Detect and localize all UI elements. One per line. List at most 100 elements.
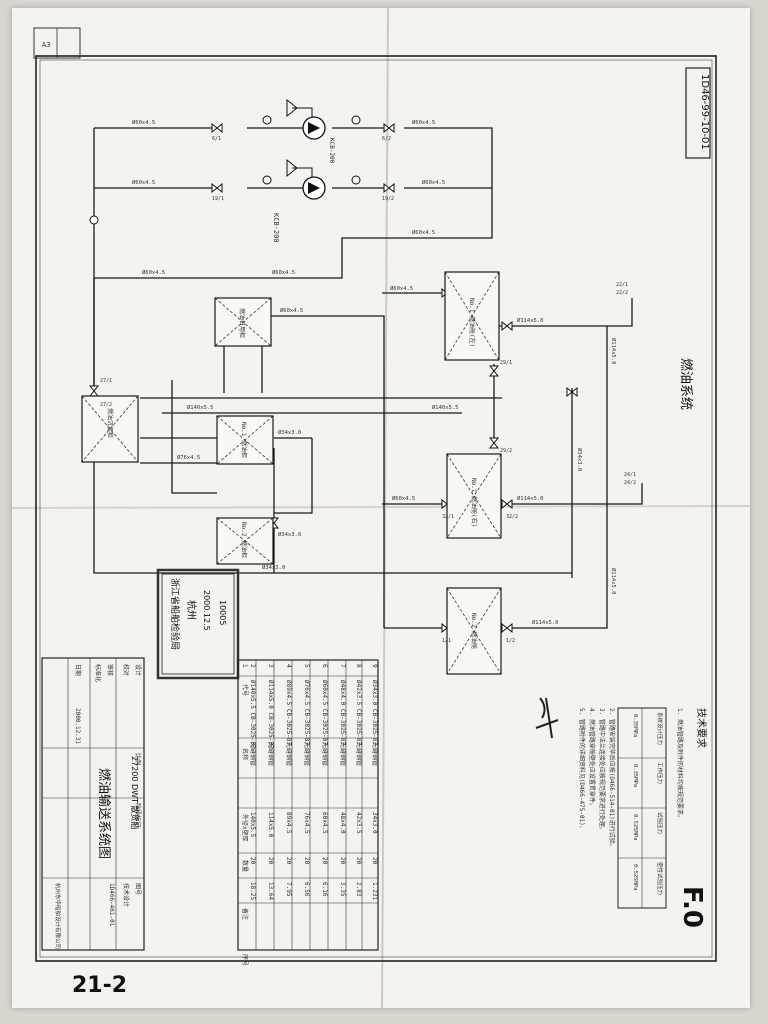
bom-cell: 20 [303, 857, 310, 865]
revision-mark: F.0 [677, 886, 707, 928]
bom-cell: 1 [241, 664, 248, 668]
bom-cell: 8 [355, 664, 362, 668]
pressure-value: 0.525MPa [632, 814, 638, 841]
bom-cell: 4 [285, 664, 292, 668]
bom-cell: 89x4.5 [285, 812, 292, 834]
pipe-label: Ø114x5.0 [610, 338, 617, 365]
bom-header: 名称 [241, 748, 249, 760]
pipe-label: Ø114x5.0 [610, 568, 617, 595]
bom-cell: 5 [303, 664, 310, 668]
bom-cell: 13.64 [267, 882, 274, 900]
bom-cell: 20 [321, 857, 328, 865]
valve-icon [488, 365, 500, 377]
design-unit: 杭州东华船舶设计有限公司 [54, 883, 62, 949]
bom-cell: 无缝钢管 [339, 742, 347, 766]
bom-cell: 6.16 [321, 882, 328, 897]
bom-cell: Ø48x4.0 CB-3025-87 [339, 680, 346, 745]
title-cell: 审核 [106, 664, 114, 676]
tank-label: No.2 燃油柜 [240, 522, 248, 558]
valve-number: 24/2 [624, 480, 636, 486]
pipe-label: Ø60x4.5 [132, 179, 155, 186]
bom-cell: 无缝钢管 [303, 742, 311, 766]
bom-cell: 无缝钢管 [355, 742, 363, 766]
tank-label: No.1 燃油舱(右) [470, 478, 478, 527]
pressure-header: 系统设计压力 [656, 712, 664, 745]
corner-note: 21-2 [72, 973, 127, 998]
bom-cell: 34x3.0 [371, 812, 378, 834]
pipe-label: Ø60x4.5 [412, 119, 435, 126]
fold-line [381, 8, 389, 1008]
handwriting-scribble [535, 697, 559, 739]
bom-cell: 无缝钢管 [285, 742, 293, 766]
valve-number: 6/2 [382, 136, 391, 142]
pipe-label: Ø76x4.5 [177, 454, 200, 461]
bom-cell: 6.56 [303, 882, 310, 897]
pipe-label: Ø34x3.0 [278, 531, 301, 538]
pipe-label: Ø60x4.5 [272, 269, 295, 276]
valve-number: 27/2 [100, 402, 112, 408]
tank-no1-left [444, 271, 500, 361]
pipe-label: Ø114x5.0 [532, 619, 559, 626]
valve-number: 29/1 [500, 360, 512, 366]
valve-number: 32/2 [506, 514, 518, 520]
bom-cell: 无缝钢管 [371, 742, 379, 766]
drawing-no: 1D466-461-01 [108, 883, 115, 927]
bom-cell: Ø76x4.5 CB-3025-87 [303, 680, 310, 745]
valve-icon [211, 122, 223, 134]
pressure-header: 试验压力 [656, 812, 664, 834]
fold-line [12, 505, 750, 509]
stamp-border [156, 568, 240, 680]
sheet-id-text: A3 [42, 41, 50, 49]
bom-cell: Ø34x3.0 CB-3025-87 [371, 680, 378, 745]
tank-label: No.2 燃油舱 [470, 613, 478, 649]
bom-cell: 60x4.5 [321, 812, 328, 834]
bom-cell: 无缝钢管 [267, 742, 275, 766]
title-cell: 比例 [134, 753, 142, 765]
bom-cell: 3 [267, 664, 274, 668]
bom-cell: 20 [285, 857, 292, 865]
bom-header: 序号 [241, 954, 249, 966]
pump-arrow-icon [308, 182, 320, 194]
tank-service [214, 297, 272, 347]
bom-cell: 114x5.0 [267, 812, 274, 838]
tech-req-heading: 技术要求 [695, 708, 708, 748]
stamp-line: 杭州 [185, 600, 198, 620]
tank-label: 燃油沉淀柜 [106, 408, 114, 438]
tank-group [81, 271, 502, 675]
bom-cell: Ø60x4.5 CB-3025-87 [321, 680, 328, 745]
inspection-stamp: 浙江省船舶检验局 杭州 2000.12.5 10005 [156, 568, 240, 680]
tank-label: 燃油日用柜 [238, 308, 246, 338]
bom-cell: Ø114x5.0 CB-3025-87 [267, 680, 274, 749]
sheet-title: 燃油输送系统图 [96, 768, 112, 859]
drawing-number: 1D46-99-10-01 [699, 74, 710, 150]
tech-note: 4. 燃油管路穿舱壁处应设置贯穿件。 [588, 708, 596, 809]
bom-table: 9 Ø34x3.0 CB-3025-87 无缝钢管 34x3.0 20 1.23… [237, 659, 379, 966]
pump-label: KCB-200 [328, 138, 335, 164]
bom-cell: Ø89x4.5 CB-3025-87 [285, 680, 292, 745]
relief-valve-icon [286, 98, 298, 118]
pump-label: KCB-200 [272, 213, 280, 243]
pipe-label: Ø34x3.0 [278, 429, 301, 436]
pressure-gauge-icon [351, 115, 361, 125]
tech-note: 2. 管路安装完毕后应按(D466-514-01)进行试验。 [608, 708, 616, 850]
bom-cell: 无缝钢管 [321, 742, 329, 766]
tank-no1-right [446, 453, 502, 539]
tech-note: 3. 管路中法兰连接处应按规范要求进行处理。 [598, 708, 606, 833]
pipe-label: Ø60x4.5 [390, 285, 413, 292]
pipe-label: Ø60x4.5 [422, 179, 445, 186]
pipe-label: Ø60x4.5 [142, 269, 165, 276]
bom-cell: 2.83 [355, 882, 362, 897]
pump-arrow-icon [308, 122, 320, 134]
valve-number: 6/1 [212, 136, 221, 142]
pressure-header: 工作压力 [656, 762, 664, 784]
strainer-icon [89, 215, 99, 225]
tank-settling [81, 395, 139, 463]
pipe-label-group: Ø60x4.5 Ø60x4.5 Ø60x4.5 Ø60x4.5 Ø60x4.5 … [132, 119, 617, 626]
bom-cell: 20 [339, 857, 346, 865]
valve-icon [566, 386, 578, 398]
bom-cell: 76x4.5 [303, 812, 310, 834]
valve-number: 27/1 [100, 378, 112, 384]
tank-no1-fo [216, 415, 274, 465]
valve-number: 24/1 [624, 472, 636, 478]
tech-note: 5. 管路附件的详细资料见(D466-475-01)。 [578, 708, 586, 832]
